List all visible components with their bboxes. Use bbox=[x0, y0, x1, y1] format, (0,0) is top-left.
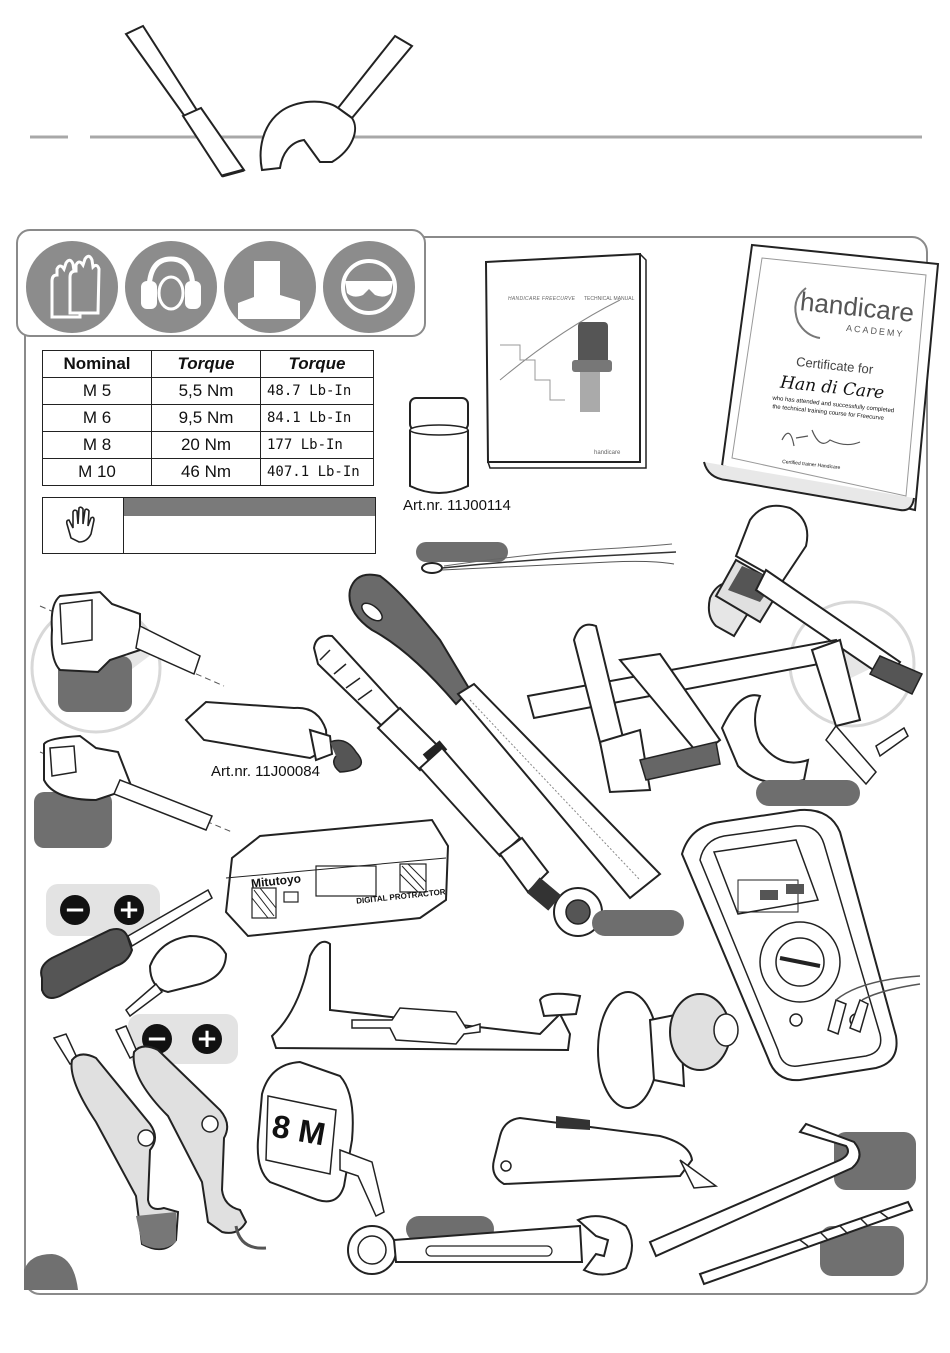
torque-lbin-cell: 407.1 Lb-In bbox=[260, 458, 374, 486]
torque-lbin-cell: 48.7 Lb-In bbox=[260, 377, 374, 405]
slotted-icon: − bbox=[60, 895, 90, 925]
wrench-size-badge bbox=[592, 910, 684, 936]
ear-protection-icon bbox=[125, 241, 217, 333]
wrench-header-icon bbox=[259, 34, 414, 172]
jar-article-number: Art.nr. 11J00114 bbox=[403, 497, 511, 514]
nominal-cell: M 6 bbox=[42, 404, 152, 432]
safety-boots-icon bbox=[224, 241, 316, 333]
clamp-badge bbox=[756, 780, 860, 806]
gloves-icon bbox=[26, 241, 118, 333]
torque-nm-cell: 46 Nm bbox=[151, 458, 261, 486]
table-row: M 6 9,5 Nm 84.1 Lb-In bbox=[42, 404, 374, 432]
note-header-bar bbox=[124, 498, 375, 516]
nominal-cell: M 10 bbox=[42, 458, 152, 486]
header-torque-nm: Torque bbox=[151, 350, 261, 378]
screwdriver-header-icon bbox=[124, 24, 246, 178]
table-row: M 8 20 Nm 177 Lb-In bbox=[42, 431, 374, 459]
torque-lbin-cell: 177 Lb-In bbox=[260, 431, 374, 459]
cable-tool-badge bbox=[416, 542, 508, 562]
safety-glasses-icon bbox=[323, 241, 415, 333]
torque-nm-cell: 9,5 Nm bbox=[151, 404, 261, 432]
phillips-icon: + bbox=[192, 1024, 222, 1054]
note-box bbox=[42, 497, 376, 554]
torque-nm-cell: 5,5 Nm bbox=[151, 377, 261, 405]
screwdriver-type-badge-2: − + bbox=[128, 1014, 238, 1064]
screwdriver-type-badge-1: − + bbox=[46, 884, 160, 936]
hand-icon bbox=[43, 498, 124, 553]
torque-nm-cell: 20 Nm bbox=[151, 431, 261, 459]
ppe-panel bbox=[16, 229, 426, 337]
header-torque-lbin: Torque bbox=[260, 350, 374, 378]
table-row: M 10 46 Nm 407.1 Lb-In bbox=[42, 458, 374, 486]
manual-brand: handicare bbox=[594, 450, 621, 456]
header-nominal: Nominal bbox=[42, 350, 152, 378]
socket-badge-2 bbox=[34, 792, 112, 848]
content-frame bbox=[24, 236, 928, 1295]
torque-table-header: Nominal Torque Torque bbox=[42, 350, 374, 378]
torque-table: Nominal Torque Torque M 5 5,5 Nm 48.7 Lb… bbox=[42, 350, 374, 486]
table-row: M 5 5,5 Nm 48.7 Lb-In bbox=[42, 377, 374, 405]
phillips-icon: + bbox=[114, 895, 144, 925]
tube-article-number: Art.nr. 11J00084 bbox=[211, 763, 320, 780]
manual-subtitle: TECHNICAL MANUAL bbox=[584, 296, 635, 302]
manual-title: HANDICARE FREECURVE bbox=[508, 296, 576, 302]
